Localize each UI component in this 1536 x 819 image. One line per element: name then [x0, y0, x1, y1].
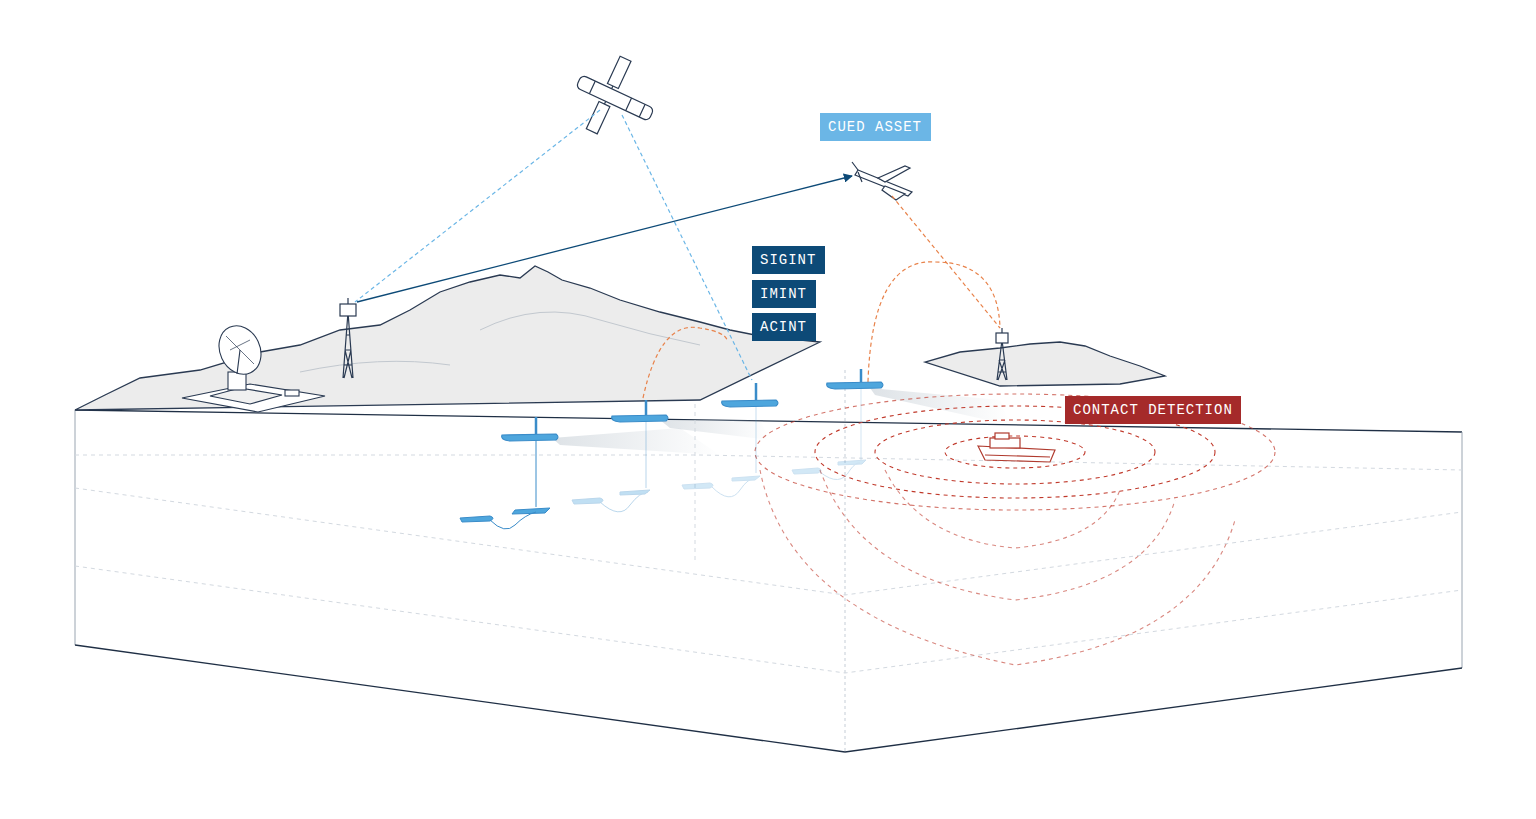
drone [852, 162, 912, 200]
intel-label: SIGINT [752, 246, 825, 274]
detection-label: CONTACT DETECTION [1065, 396, 1241, 424]
sensor-beams [552, 388, 1010, 455]
comm-links [355, 110, 1000, 398]
terrain [75, 266, 1165, 410]
intel-label: ACINT [752, 313, 816, 341]
label-text: CUED ASSET [828, 118, 923, 136]
cell-tower [340, 298, 356, 378]
label-text: CONTACT DETECTION [1073, 401, 1233, 419]
subsurface-gliders [460, 460, 866, 529]
satellite [562, 45, 668, 151]
ground-station [182, 319, 325, 412]
contact-rings [755, 394, 1275, 665]
asset-label: CUED ASSET [820, 113, 931, 141]
label-text: SIGINT [760, 251, 817, 269]
target-vessel [978, 433, 1055, 462]
surface-drones [502, 369, 883, 507]
label-text: IMINT [760, 285, 808, 303]
water-block [75, 370, 1462, 752]
label-text: ACINT [760, 318, 808, 336]
cell-tower [996, 328, 1008, 380]
intel-label: IMINT [752, 280, 816, 308]
